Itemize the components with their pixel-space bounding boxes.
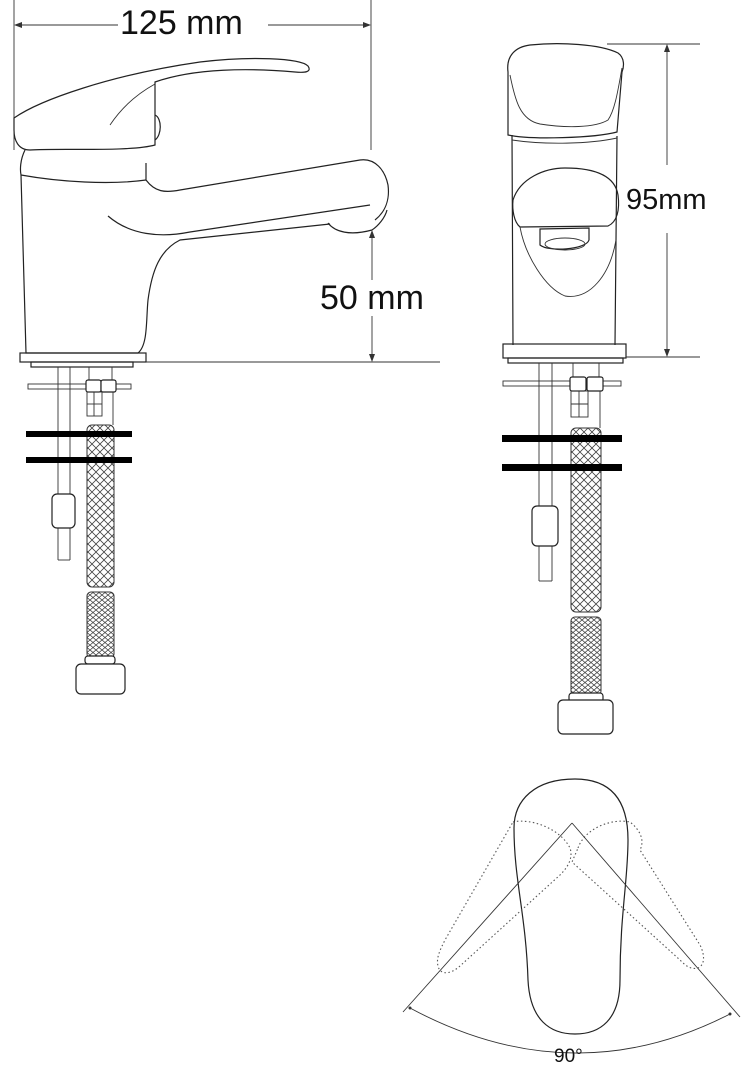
spout-height-dimension	[146, 230, 440, 363]
total-height-label: 95mm	[626, 184, 707, 216]
spout-height-label: 50 mm	[320, 279, 424, 317]
mounting-kit	[26, 367, 132, 695]
lever-left-position	[436, 820, 572, 974]
tap-body	[19, 149, 331, 354]
front-mounting-bar-bottom	[502, 464, 622, 471]
front-lever	[507, 43, 625, 139]
lever-handle	[13, 57, 310, 151]
front-mounting-bar-top	[502, 435, 622, 442]
lever-top-outline	[513, 778, 629, 1035]
width-label: 125 mm	[120, 4, 243, 42]
front-mounting-kit	[502, 363, 622, 735]
mounting-bar-bottom	[26, 457, 132, 463]
rotation-arc	[409, 1007, 731, 1054]
mounting-bar-top	[26, 431, 132, 437]
side-view	[13, 0, 440, 695]
aerator	[327, 209, 388, 234]
front-view	[502, 43, 700, 735]
rotation-angle-label: 90°	[554, 1046, 583, 1067]
lever-right-position	[571, 820, 705, 969]
total-height-dimension	[607, 43, 700, 358]
top-view	[402, 778, 741, 1054]
